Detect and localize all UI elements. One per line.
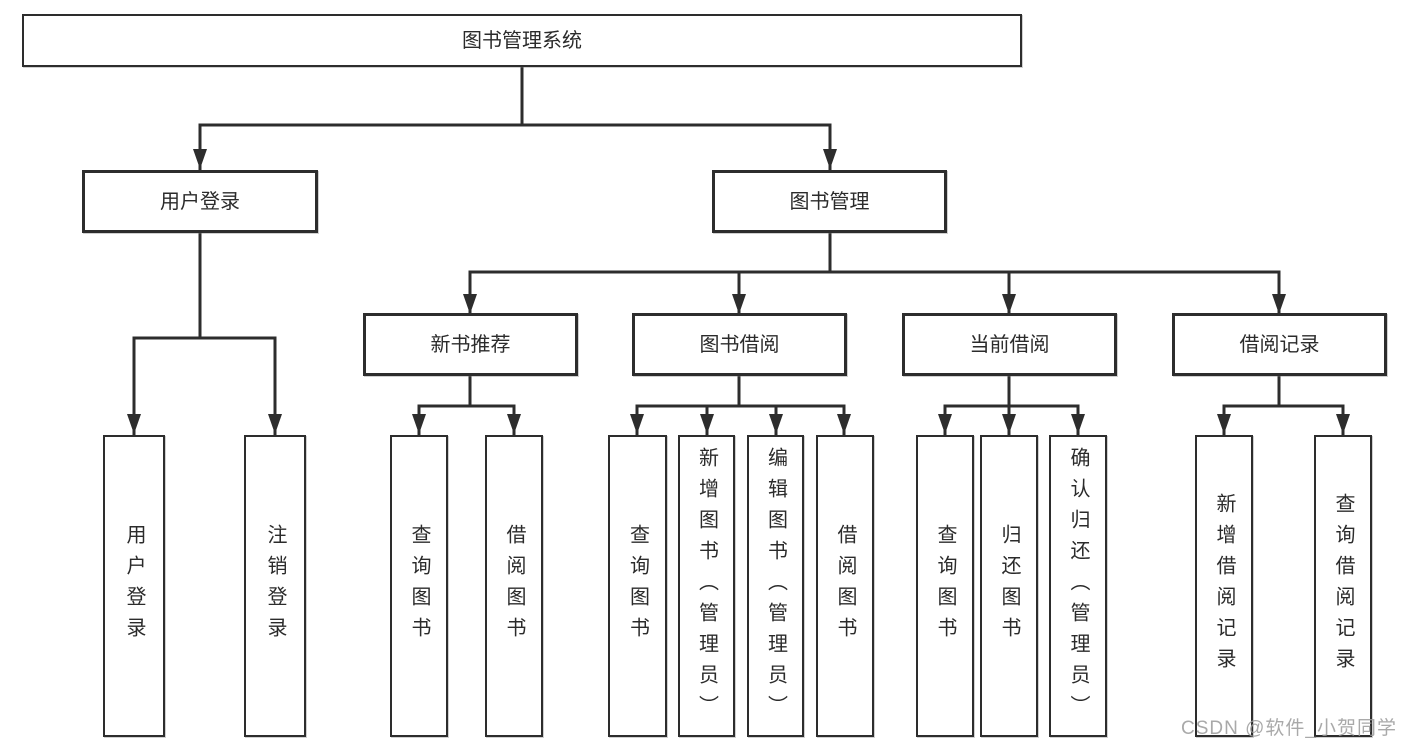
- node-leaf-query-books-3: 查询图书: [916, 435, 974, 737]
- node-label: 编辑图书（管理员）: [764, 446, 787, 726]
- node-label: 新增借阅记录: [1213, 493, 1235, 679]
- node-label: 查询图书: [626, 524, 649, 648]
- connector-bookborrow-to-leaves: [630, 374, 851, 436]
- connector-segment: [468, 231, 1281, 274]
- connector-segment: [417, 374, 516, 408]
- node-label: 查询借阅记录: [1332, 493, 1354, 679]
- node-label: 注销登录: [264, 524, 286, 648]
- node-new-book-recommend: 新书推荐: [363, 313, 578, 376]
- node-leaf-query-borrow-record: 查询借阅记录: [1314, 435, 1372, 737]
- node-label: 确认归还（管理员）: [1067, 446, 1089, 726]
- node-user-login: 用户登录: [82, 170, 318, 233]
- node-book-management: 图书管理: [712, 170, 947, 233]
- node-label: 借阅图书: [834, 524, 856, 648]
- node-book-borrow: 图书借阅: [632, 313, 847, 376]
- node-leaf-query-books-1: 查询图书: [390, 435, 448, 737]
- connector-root-to-level2: [193, 65, 837, 171]
- node-label: 查询图书: [934, 524, 956, 648]
- node-leaf-borrow-books-2: 借阅图书: [816, 435, 874, 737]
- connector-segment: [635, 374, 846, 408]
- node-leaf-borrow-books-1: 借阅图书: [485, 435, 543, 737]
- node-leaf-user-login: 用户登录: [103, 435, 165, 737]
- node-current-borrow: 当前借阅: [902, 313, 1117, 376]
- node-leaf-return-book: 归还图书: [980, 435, 1038, 737]
- node-leaf-query-books-2: 查询图书: [608, 435, 667, 737]
- connector-segment: [1222, 374, 1345, 408]
- connector-records-to-leaves: [1217, 374, 1350, 436]
- node-label: 新增图书（管理员）: [695, 446, 718, 726]
- node-leaf-add-borrow-record: 新增借阅记录: [1195, 435, 1253, 737]
- connector-mgmt-to-level3: [463, 231, 1286, 316]
- node-label: 归还图书: [998, 524, 1020, 648]
- node-root-system: 图书管理系统: [22, 14, 1022, 67]
- node-label: 用户登录: [123, 524, 145, 648]
- connector-currentborrow-to-leaves: [938, 374, 1085, 436]
- connector-login-to-leaves: [127, 231, 282, 436]
- node-leaf-add-book-admin: 新增图书（管理员）: [678, 435, 735, 737]
- connector-newbook-to-leaves: [412, 374, 521, 436]
- node-borrow-records: 借阅记录: [1172, 313, 1387, 376]
- node-leaf-confirm-return-admin: 确认归还（管理员）: [1049, 435, 1107, 737]
- connector-segment: [943, 374, 1080, 408]
- node-label: 借阅图书: [503, 524, 525, 648]
- node-leaf-edit-book-admin: 编辑图书（管理员）: [747, 435, 804, 737]
- node-leaf-logout: 注销登录: [244, 435, 306, 737]
- connector-segment: [132, 231, 277, 340]
- node-label: 查询图书: [408, 524, 430, 648]
- connector-segment: [198, 65, 832, 127]
